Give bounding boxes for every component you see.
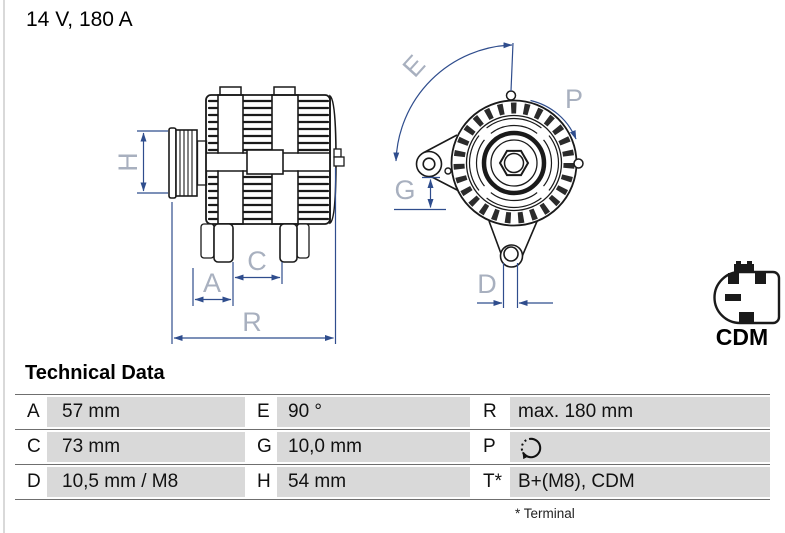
table-border <box>15 464 770 465</box>
terminal-stud <box>333 148 345 167</box>
dim-label-d: D <box>477 269 497 299</box>
dimension-A: A <box>192 262 234 306</box>
row-key: A <box>15 395 47 429</box>
row-value: B+(M8), CDM <box>510 465 770 499</box>
connector-label: CDM <box>716 324 768 350</box>
dim-label-r: R <box>242 307 262 337</box>
front-view-drawing: E P G D <box>393 42 584 308</box>
dimension-H: H <box>113 130 168 194</box>
dim-label-e: E <box>397 49 431 82</box>
table-row: D 10,5 mm / M8 H 54 mm T* B+(M8), CDM <box>15 465 770 499</box>
dim-label-g: G <box>394 175 415 205</box>
mounting-legs <box>200 223 310 263</box>
row-key: G <box>245 430 277 464</box>
row-value: 90 ° <box>277 395 470 429</box>
row-value <box>510 430 770 464</box>
terminal-footnote: * Terminal <box>515 506 575 521</box>
row-value: 54 mm <box>277 465 470 499</box>
bottom-mounting-lug <box>488 218 539 268</box>
dimension-G: G <box>394 175 446 211</box>
row-value: 10,5 mm / M8 <box>47 465 245 499</box>
row-key: C <box>15 430 47 464</box>
row-key: P <box>470 430 510 464</box>
row-value: 57 mm <box>47 395 245 429</box>
pulley <box>168 127 198 199</box>
connector-pin <box>725 294 741 301</box>
dim-label-a: A <box>203 268 221 298</box>
technical-data-table: A 57 mm E 90 ° R max. 180 mm C 73 mm G 1… <box>15 394 770 521</box>
technical-data-heading: Technical Data <box>25 362 165 384</box>
side-view-drawing: H A C R <box>113 86 345 344</box>
row-key: D <box>15 465 47 499</box>
table-row: A 57 mm E 90 ° R max. 180 mm <box>15 395 770 429</box>
table-border <box>15 499 770 500</box>
table-border <box>15 429 770 430</box>
connector-icon: CDM <box>713 261 781 350</box>
row-key: E <box>245 395 277 429</box>
table-border <box>15 394 770 395</box>
dimension-C: C <box>234 246 283 284</box>
row-value: 73 mm <box>47 430 245 464</box>
rotation-cw-icon <box>520 438 542 460</box>
top-tab <box>505 90 517 101</box>
dim-label-c: C <box>247 246 267 276</box>
row-key: R <box>470 395 510 429</box>
dimension-D: D <box>477 263 553 308</box>
dim-label-h: H <box>113 152 143 172</box>
vent-slots <box>453 102 575 224</box>
left-edge-line <box>3 0 5 533</box>
dimension-R: R <box>171 168 337 344</box>
shaft-band <box>206 149 330 175</box>
stator-body <box>450 90 584 227</box>
table-row: C 73 mm G 10,0 mm P <box>15 430 770 464</box>
voltage-amperage-title: 14 V, 180 A <box>26 8 133 31</box>
dim-label-p: P <box>565 84 583 114</box>
alternator-technical-drawing: H A C R <box>113 42 781 350</box>
dimension-P: P <box>530 84 583 140</box>
row-value: 10,0 mm <box>277 430 470 464</box>
row-key: H <box>245 465 277 499</box>
row-value: max. 180 mm <box>510 395 770 429</box>
housing-outline <box>205 94 331 225</box>
row-key: T* <box>470 465 510 499</box>
right-tab <box>573 158 584 169</box>
